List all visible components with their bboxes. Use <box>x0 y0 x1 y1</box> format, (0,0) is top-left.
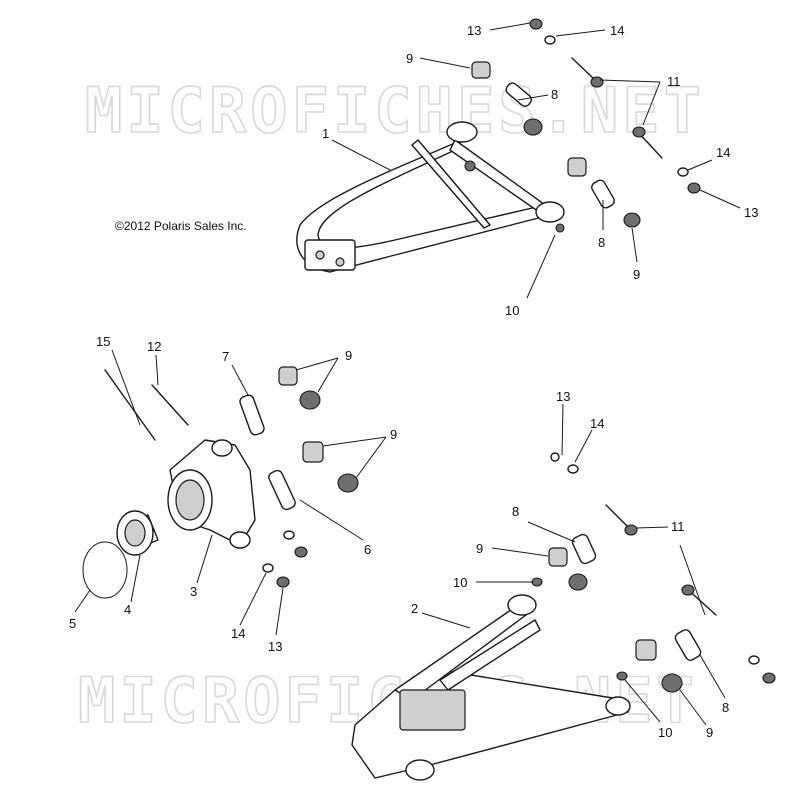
callout-9: 9 <box>345 348 352 363</box>
bushing-9-top <box>471 61 491 79</box>
callout-14: 14 <box>610 23 624 38</box>
callout-11: 11 <box>667 74 681 89</box>
leader-lines <box>74 22 741 726</box>
callout-13: 13 <box>556 389 570 404</box>
callout-9: 9 <box>633 267 640 282</box>
callout-14: 14 <box>716 145 730 160</box>
bushing-9-b <box>299 390 321 410</box>
callout-13: 13 <box>467 23 481 38</box>
bushing-9-c <box>302 441 324 463</box>
grease-fitting-top <box>464 160 476 172</box>
callout-9: 9 <box>406 51 413 66</box>
callout-8: 8 <box>551 87 558 102</box>
washer-14-mid <box>677 167 689 177</box>
callout-1: 1 <box>322 126 329 141</box>
callout-13: 13 <box>268 639 282 654</box>
callout-11: 11 <box>671 519 685 534</box>
callout-15: 15 <box>96 334 110 349</box>
callout-10: 10 <box>505 303 519 318</box>
callout-14: 14 <box>590 416 604 431</box>
bolt-15 <box>104 369 156 441</box>
callout-8: 8 <box>722 700 729 715</box>
copyright-text: ©2012 Polaris Sales Inc. <box>115 219 247 233</box>
grease-fitting-10-top <box>555 223 565 233</box>
nut-13-mid <box>687 182 701 194</box>
callout-3: 3 <box>190 584 197 599</box>
callout-8: 8 <box>598 235 605 250</box>
sleeve-8-mid <box>591 179 615 209</box>
sleeve-6 <box>268 469 296 511</box>
callout-2: 2 <box>411 601 418 616</box>
sleeve-8-lower <box>571 533 597 565</box>
bushing-9-d <box>337 473 359 493</box>
callout-9: 9 <box>476 541 483 556</box>
watermark-top: MICROFICHES.NET <box>85 74 705 147</box>
lower-a-arm <box>351 594 631 781</box>
sleeve-8-top <box>505 82 533 107</box>
upper-hardware <box>464 18 701 233</box>
callout-4: 4 <box>124 602 131 617</box>
washer-14-top <box>544 35 556 45</box>
callout-7: 7 <box>222 349 229 364</box>
bushing-9-a <box>278 366 298 386</box>
callout-8: 8 <box>512 504 519 519</box>
hub-assembly <box>82 366 359 599</box>
bolt-11-top <box>590 76 604 88</box>
nut-13-top <box>529 18 543 30</box>
snap-ring-5 <box>82 541 128 599</box>
upper-a-arm <box>296 121 565 273</box>
washer-14-hub <box>262 563 274 573</box>
callout-9: 9 <box>706 725 713 740</box>
callout-13: 13 <box>744 205 758 220</box>
callout-12: 12 <box>147 339 161 354</box>
sleeve-7 <box>239 394 265 436</box>
bolt-11-mid <box>632 126 646 138</box>
lower-hardware <box>531 452 776 693</box>
callout-9: 9 <box>390 427 397 442</box>
bushing-9-mid <box>567 157 587 177</box>
callout-5: 5 <box>69 616 76 631</box>
bushing-9-top2 <box>523 118 543 136</box>
callout-6: 6 <box>364 542 371 557</box>
bolt-12 <box>151 384 189 426</box>
callout-labels: 13 14 9 8 11 1 14 13 8 9 10 15 12 7 9 9 … <box>69 23 758 740</box>
callout-10: 10 <box>453 575 467 590</box>
callout-14: 14 <box>231 626 245 641</box>
callout-10: 10 <box>658 725 672 740</box>
bushing-9-mid2 <box>623 212 641 228</box>
nut-13-hub <box>276 576 290 588</box>
